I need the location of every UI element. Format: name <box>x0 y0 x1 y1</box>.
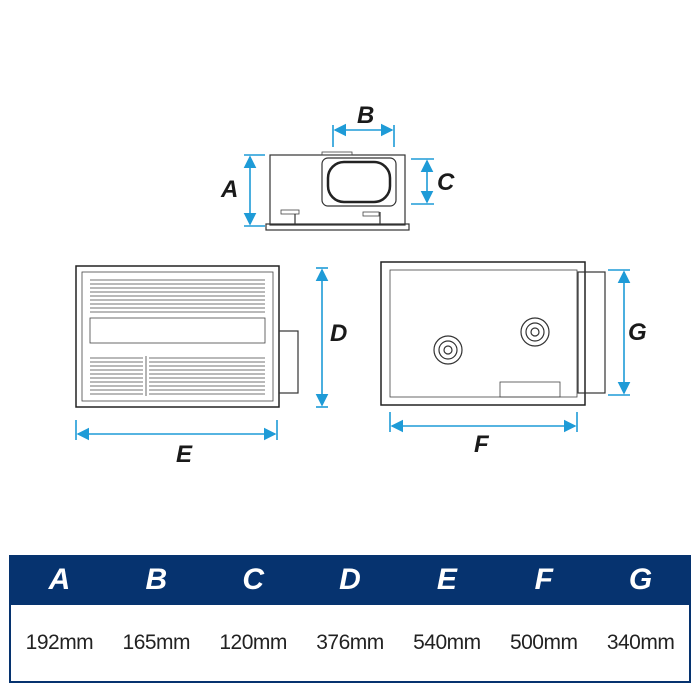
header-e: E <box>436 563 457 596</box>
dimension-f: F <box>389 412 578 458</box>
value-f: 500mm <box>509 631 578 654</box>
label-c: C <box>437 169 455 196</box>
header-c: C <box>242 563 264 596</box>
dimensions-table: A B C D E F G 192mm 165mm 120mm 376mm 54… <box>9 555 691 683</box>
table-value-row: 192mm 165mm 120mm 376mm 540mm 500mm 340m… <box>11 605 689 681</box>
header-g: G <box>628 563 653 596</box>
table-header-row: A B C D E F G <box>11 555 689 605</box>
dimension-b: B <box>332 102 395 147</box>
label-g: G <box>628 319 647 346</box>
header-a: A <box>48 563 71 596</box>
label-e: E <box>176 441 193 468</box>
product-dimension-diagram: A B C D E F G <box>75 102 647 468</box>
value-a: 192mm <box>25 631 94 654</box>
header-d: D <box>339 563 361 596</box>
value-b: 165mm <box>122 631 191 654</box>
label-b: B <box>357 102 374 129</box>
side-view <box>265 151 410 231</box>
dimension-e: E <box>75 420 278 468</box>
dimension-c: C <box>411 158 455 205</box>
header-f: F <box>534 563 553 596</box>
header-b: B <box>145 563 168 596</box>
dimension-a: A <box>220 154 265 227</box>
front-grille-view <box>75 265 299 408</box>
value-c: 120mm <box>219 631 287 654</box>
label-f: F <box>474 431 490 458</box>
value-d: 376mm <box>316 631 384 654</box>
label-d: D <box>330 320 347 347</box>
dimension-d: D <box>315 267 347 408</box>
dimension-g: G <box>608 269 647 396</box>
value-e: 540mm <box>413 631 481 654</box>
value-g: 340mm <box>606 631 675 654</box>
label-a: A <box>220 176 238 203</box>
rear-view <box>380 261 606 406</box>
